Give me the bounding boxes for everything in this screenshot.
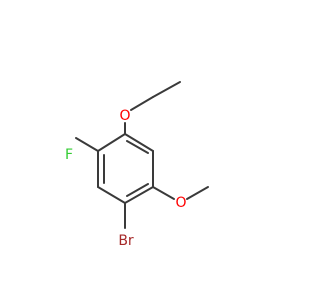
ring-bond-c1-c2 bbox=[97, 133, 126, 152]
bond-methoxy-o-ch3 bbox=[186, 186, 209, 200]
atom-label-bromine: Br bbox=[118, 233, 134, 249]
bond-ring-fluorine bbox=[75, 137, 99, 152]
bond-ring-methoxy-o bbox=[152, 186, 175, 200]
ring-double-bond-c1-c6 bbox=[126, 140, 149, 154]
atom-label-fluorine: F bbox=[65, 147, 73, 163]
structure-canvas: O F O Br bbox=[64, 81, 209, 249]
ring-bond-c3-c4 bbox=[97, 186, 126, 204]
molecule-drawing: O F O Br bbox=[65, 81, 209, 249]
ring-bond-c1-c6 bbox=[124, 133, 154, 152]
bond-ch2-ch3 bbox=[152, 81, 181, 98]
atom-label-oxygen-methoxy: O bbox=[175, 195, 186, 211]
ring-bond-c4-c5 bbox=[124, 186, 154, 204]
bond-ethoxy-o-ch2 bbox=[130, 96, 154, 111]
atom-label-oxygen-ethoxy: O bbox=[119, 108, 130, 124]
ring-double-bond-c4-c5 bbox=[126, 183, 149, 197]
